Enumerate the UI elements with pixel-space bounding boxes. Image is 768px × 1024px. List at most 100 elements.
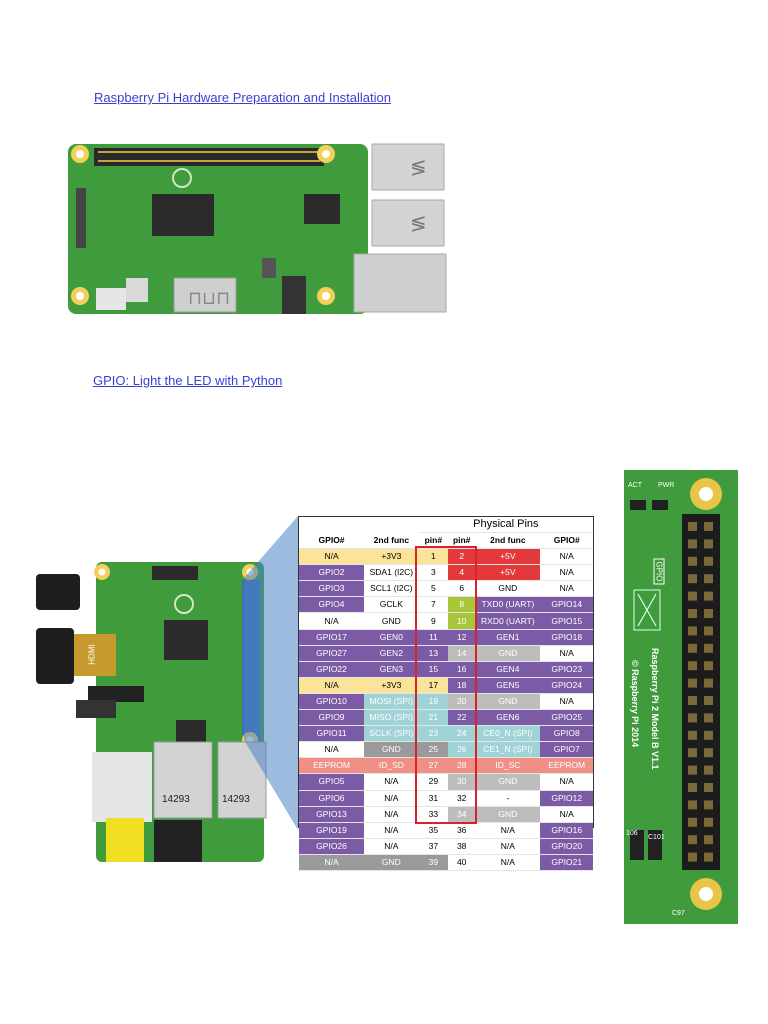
pin-cell: GND	[364, 854, 419, 871]
pin-cell: 8	[448, 596, 476, 614]
pin-cell: N/A	[475, 838, 541, 855]
hardware-heading-link[interactable]: Raspberry Pi Hardware Preparation and In…	[94, 90, 391, 105]
pin-cell: GPIO19	[299, 822, 365, 839]
pin-cell: GPIO10	[299, 693, 365, 711]
pin-cell: GPIO5	[299, 773, 365, 791]
pin-cell: +5V	[475, 564, 541, 582]
pin-cell: MOSI (SPI)	[364, 693, 419, 711]
pin-cell: 35	[418, 822, 449, 839]
pin-cell: EEPROM	[299, 757, 365, 775]
pin-cell: GPIO9	[299, 709, 365, 727]
hdmi-label: HDMI	[87, 644, 97, 665]
pin-cell: 28	[448, 757, 476, 775]
pin-cell: 27	[418, 757, 449, 775]
table-header-pin-right: pin#	[448, 532, 476, 550]
pin-cell: GPIO11	[299, 725, 365, 743]
pin-cell: 11	[418, 629, 449, 646]
pin-cell: CE1_N (SPI)	[475, 741, 541, 759]
pin-cell: GPIO12	[540, 790, 593, 807]
pin-cell: GND	[475, 580, 541, 598]
pin-cell: N/A	[299, 612, 365, 630]
pin-cell: N/A	[475, 822, 541, 839]
pin-cell: 22	[448, 709, 476, 727]
pin-cell: 34	[448, 806, 476, 823]
pin-cell: 5	[418, 580, 449, 598]
pin-cell: MISO (SPI)	[364, 709, 419, 727]
pin-cell: GPIO15	[540, 612, 593, 630]
pin-cell: GPIO16	[540, 822, 593, 839]
pin-cell: ID_SD	[364, 757, 419, 775]
pin-cell: GND	[475, 693, 541, 711]
pin-cell: 3	[418, 564, 449, 582]
pin-cell: N/A	[540, 806, 593, 823]
pin-cell: 25	[418, 741, 449, 759]
pin-cell: +5V	[475, 548, 541, 566]
strip-106-label: 106	[626, 830, 638, 837]
pin-cell: 18	[448, 677, 476, 694]
pin-cell: GPIO18	[540, 629, 593, 646]
strip-act-label: ACT	[628, 482, 642, 489]
svg-text:≶: ≶	[410, 211, 427, 235]
pin-cell: GPIO2	[299, 564, 365, 582]
pin-cell: N/A	[540, 580, 593, 598]
pin-cell: 19	[418, 693, 449, 711]
pin-cell: 6	[448, 580, 476, 598]
pin-cell: GPIO20	[540, 838, 593, 855]
pin-cell: +3V3	[364, 548, 419, 566]
pin-cell: GPIO24	[540, 677, 593, 694]
header-callout-shape	[244, 516, 298, 830]
pin-cell: SCL1 (I2C)	[364, 580, 419, 598]
pin-cell: 2	[448, 548, 476, 566]
pin-cell: 1	[418, 548, 449, 566]
pin-cell: 10	[448, 612, 476, 630]
pin-cell: GND	[475, 773, 541, 791]
pin-cell: 16	[448, 661, 476, 678]
pin-cell: GPIO22	[299, 661, 365, 678]
pin-cell: SCLK (SPI)	[364, 725, 419, 743]
pin-cell: GPIO4	[299, 596, 365, 614]
table-title: Physical Pins	[418, 517, 593, 533]
pin-cell: ID_SC	[475, 757, 541, 775]
strip-gpio-label: GPIO	[653, 558, 665, 585]
pin-cell: N/A	[475, 854, 541, 871]
pin-cell: 17	[418, 677, 449, 694]
pin-cell: GPIO26	[299, 838, 365, 855]
pin-cell: GPIO25	[540, 709, 593, 727]
pin-cell: N/A	[364, 838, 419, 855]
pin-cell: 4	[448, 564, 476, 582]
pin-cell: N/A	[299, 741, 365, 759]
pin-cell: 23	[418, 725, 449, 743]
pin-cell: -	[475, 790, 541, 807]
pin-cell: TXD0 (UART)	[475, 596, 541, 614]
pin-cell: 30	[448, 773, 476, 791]
pin-cell: N/A	[540, 645, 593, 662]
pin-cell: N/A	[299, 548, 365, 566]
pin-cell: GEN6	[475, 709, 541, 727]
pin-cell: 40	[448, 854, 476, 871]
pin-cell: GPIO14	[540, 596, 593, 614]
pin-cell: 7	[418, 596, 449, 614]
pin-cell: 33	[418, 806, 449, 823]
pin-cell: GEN4	[475, 661, 541, 678]
table-header-pin-left: pin#	[418, 532, 449, 550]
gpio-heading-link[interactable]: GPIO: Light the LED with Python	[93, 373, 283, 388]
table-header-func-right: 2nd func	[475, 532, 541, 550]
pin-cell: GPIO23	[540, 661, 593, 678]
pin-cell: 21	[418, 709, 449, 727]
pin-cell: SDA1 (I2C)	[364, 564, 419, 582]
pin-cell: GEN1	[475, 629, 541, 646]
pin-cell: GPIO3	[299, 580, 365, 598]
strip-c101-label: C101	[648, 834, 665, 841]
svg-text:≶: ≶	[410, 155, 427, 179]
pin-cell: N/A	[540, 693, 593, 711]
